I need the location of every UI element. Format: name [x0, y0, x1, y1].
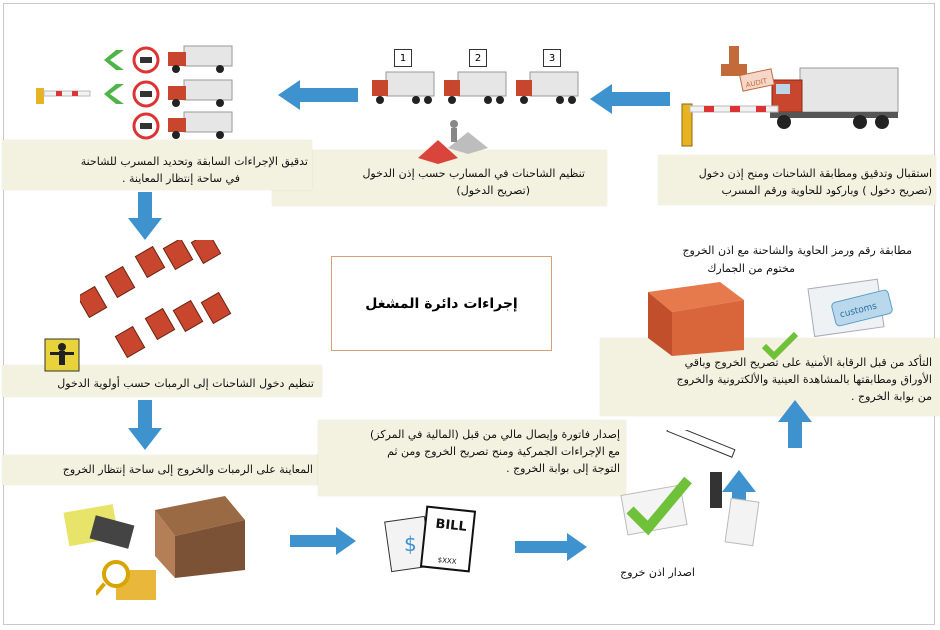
step-security-line3: من بوابة الخروج .: [850, 390, 932, 403]
arrow-down-1: [128, 192, 162, 240]
checkmark-icon: [620, 430, 760, 547]
truck-icon: [770, 67, 899, 129]
customs-document-icon: customs: [807, 278, 893, 338]
step-invoice-line1: إصدار فاتورة وإيصال مالي من قبل (المالية…: [369, 428, 620, 441]
traffic-officer-icon: [418, 120, 488, 164]
step-invoice-line2: مع الإجراءات الجمركية ومنح تصريح الخروج …: [387, 445, 620, 458]
no-entry-sign-icon: [132, 80, 160, 108]
container-icon: [155, 496, 245, 578]
bill-icon: $ BILL $XXX: [384, 505, 477, 573]
step-inspect-line1: المعاينة على الرمبات والخروج إلى ساحة إن…: [62, 463, 313, 476]
truck-icon: [80, 240, 232, 359]
barrier-gate-icon: [36, 88, 91, 104]
arrow-up-1: [722, 470, 756, 518]
lane-number-3: 3: [543, 49, 561, 67]
arrow-left-1: [590, 84, 670, 114]
audit-stamp-icon: AUDIT: [721, 46, 775, 92]
step-organize-line1: تنظيم الشاحنات في المسارب حسب إذن الدخول: [362, 167, 585, 180]
diagram-frame: [3, 3, 935, 625]
step-organize-line2: (تصريح الدخول): [456, 184, 530, 197]
step-match-line1: مطابقة رقم ورمز الحاوية والشاحنة مع اذن …: [682, 244, 912, 257]
checkmark-icon: [761, 331, 799, 360]
step-invoice-line3: التوجة إلى بوابة الخروج .: [506, 462, 620, 475]
magnifier-icon: [96, 560, 156, 600]
truck-icon: [168, 111, 233, 139]
step-security-line1: التأكد من قبل الرقابة الأمنية على تصريح …: [684, 356, 932, 369]
truck-icon: [168, 45, 233, 73]
note-audit: [2, 140, 312, 190]
customs-document-icon: [63, 504, 135, 549]
lane-number-1: 1: [394, 49, 412, 67]
step-receive-line2: (تصريح دخول ) وباركود للحاوية ورقم المسر…: [721, 184, 932, 197]
truck-icon: [444, 71, 507, 104]
svg-text:$: $: [404, 532, 417, 556]
truck-icon: [372, 71, 435, 104]
step-match-line2: مختوم من الجمارك: [707, 262, 795, 275]
no-entry-sign-icon: [132, 112, 160, 140]
note-invoice: [318, 420, 626, 496]
step-exit-permit: اصدار اذن خروج: [620, 566, 695, 579]
green-chevron-icon: [104, 50, 124, 70]
step-receive-line1: استقبال وتدقيق ومطابقة الشاحنات ومنح إذن…: [698, 167, 932, 180]
diagram-title-box: إجراءات دائرة المشغل: [331, 256, 552, 351]
barrier-gate-icon: [681, 103, 779, 147]
green-chevron-icon: [104, 84, 124, 104]
lane-number-2: 2: [469, 49, 487, 67]
step-audit-line1: تدقيق الإجراءات السابقة وتحديد المسرب لل…: [80, 155, 308, 168]
step-ramps-line1: تنظيم دخول الشاحنات إلى الرمبات حسب أولو…: [57, 377, 314, 390]
diagram-title: إجراءات دائرة المشغل: [365, 295, 518, 312]
arrow-right-2: [515, 533, 587, 561]
arrow-up-2: [778, 400, 812, 448]
step-audit-line2: في ساحة إنتظار المعاينة .: [121, 172, 240, 185]
container-icon: [648, 282, 744, 356]
note-receive: [658, 155, 936, 205]
step-security-line2: الأوراق ومطابقتها بالمشاهدة العينية والأ…: [676, 373, 932, 386]
arrow-down-2: [128, 400, 162, 450]
truck-icon: [168, 79, 233, 107]
bill-amount: $XXX: [437, 556, 457, 566]
arrow-right-1: [290, 527, 356, 555]
note-inspect: [2, 455, 320, 485]
no-entry-sign-icon: [132, 46, 160, 74]
truck-icon: [516, 71, 579, 104]
arrow-left-2: [278, 80, 358, 110]
traffic-officer-icon: [44, 338, 80, 372]
bill-label: BILL: [435, 517, 468, 535]
